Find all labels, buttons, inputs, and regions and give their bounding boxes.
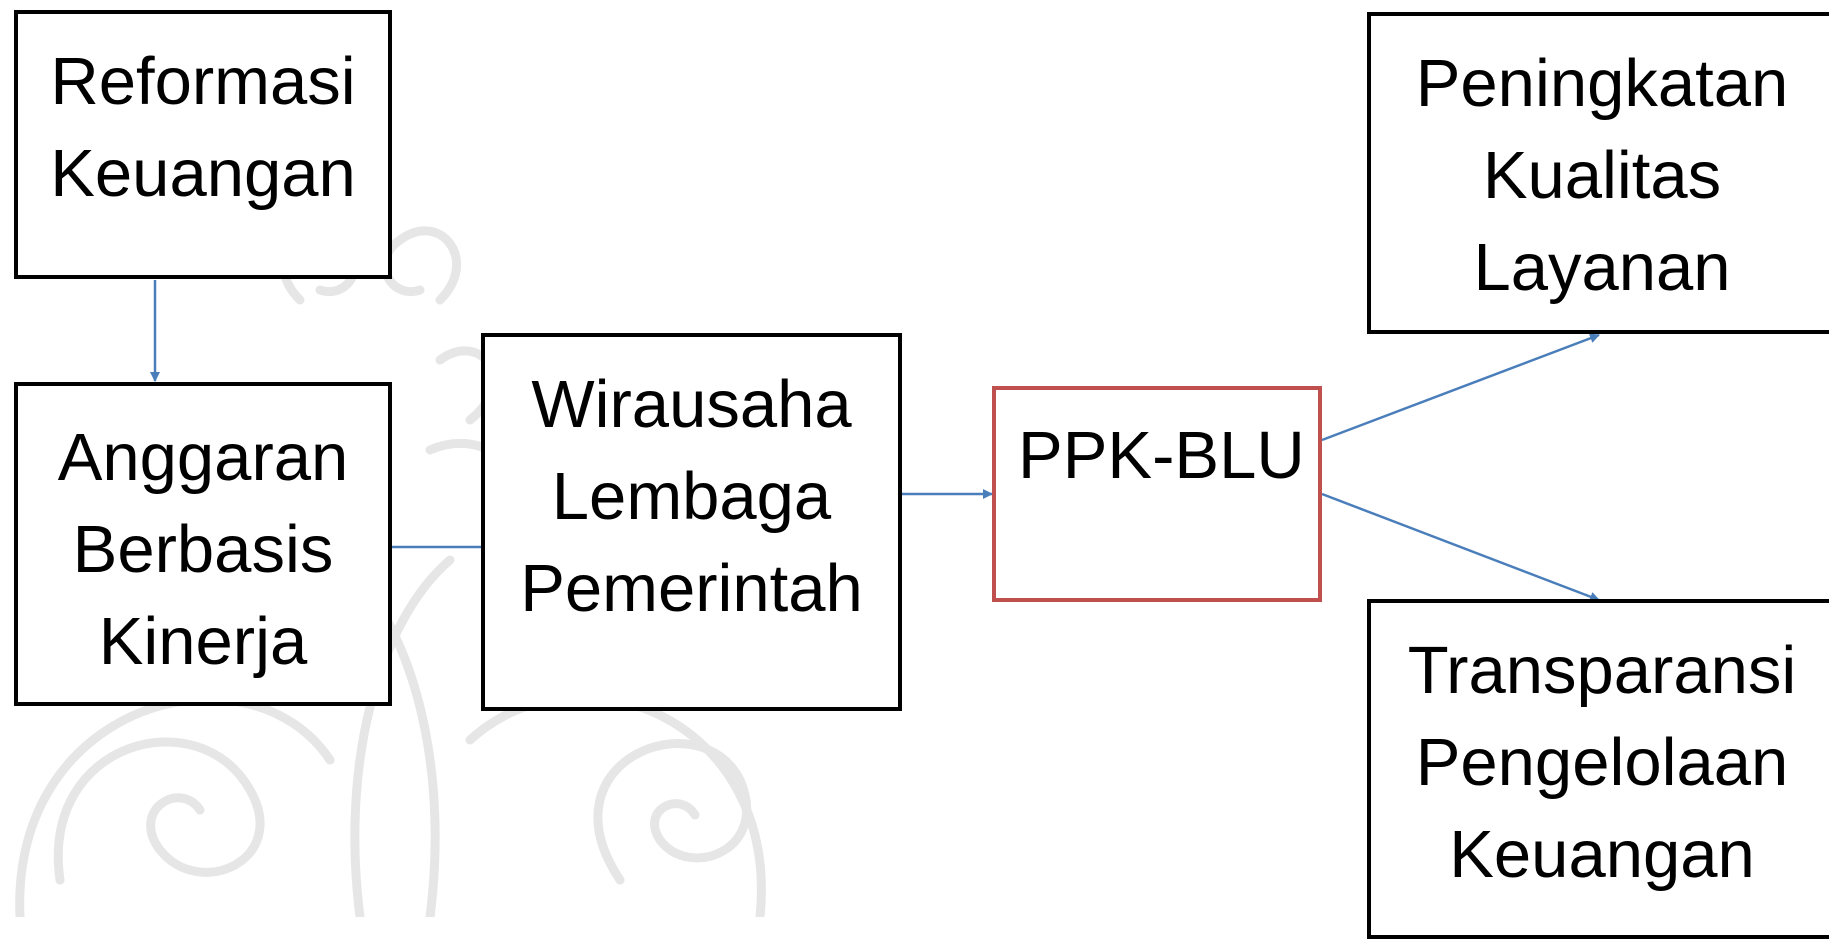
node-ppk-blu: PPK-BLU xyxy=(992,386,1322,602)
node-label: Reformasi Keuangan xyxy=(50,44,356,211)
node-label: Peningkatan Kualitas Layanan xyxy=(1415,46,1789,305)
node-label: Transparansi Pengelolaan Keuangan xyxy=(1407,633,1797,892)
node-label: Anggaran Berbasis Kinerja xyxy=(57,420,349,679)
node-reformasi-keuangan: Reformasi Keuangan xyxy=(14,10,392,279)
node-transparansi-pengelolaan-keuangan: Transparansi Pengelolaan Keuangan xyxy=(1367,599,1829,939)
node-peningkatan-kualitas-layanan: Peningkatan Kualitas Layanan xyxy=(1367,12,1829,334)
node-anggaran-berbasis-kinerja: Anggaran Berbasis Kinerja xyxy=(14,382,392,706)
connector-layer xyxy=(150,280,1600,602)
node-label: PPK-BLU xyxy=(1018,418,1305,493)
edge-ppkblu-to-transparansi xyxy=(1321,492,1600,602)
node-label: Wirausaha Lembaga Pemerintah xyxy=(520,367,863,626)
node-wirausaha-lembaga-pemerintah: Wirausaha Lembaga Pemerintah xyxy=(481,333,902,711)
edge-ppkblu-to-peningkatan xyxy=(1321,333,1600,442)
